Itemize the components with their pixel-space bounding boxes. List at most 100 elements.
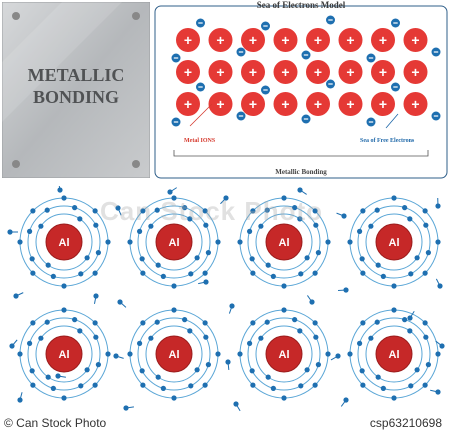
metal-ion: + — [371, 28, 395, 52]
electron — [408, 271, 414, 277]
minus-sign — [173, 57, 179, 59]
electron — [270, 273, 276, 279]
minus-sign — [303, 118, 309, 120]
electron — [380, 273, 386, 279]
screw-icon — [12, 160, 20, 168]
electron — [61, 283, 67, 289]
plus-sign: + — [314, 64, 322, 80]
free-electron — [261, 21, 270, 31]
electron — [72, 317, 78, 323]
free-electron — [171, 117, 181, 127]
free-electron — [236, 47, 246, 57]
element-symbol: Al — [59, 237, 70, 249]
electron — [292, 205, 298, 211]
electron — [297, 216, 303, 222]
electron — [435, 351, 441, 357]
electron — [77, 328, 83, 334]
electron — [27, 228, 33, 234]
aluminium-atom: Al — [347, 307, 441, 401]
free-electron — [430, 389, 441, 395]
minus-sign — [433, 115, 439, 117]
electron — [408, 383, 414, 389]
metal-ion: + — [176, 28, 200, 52]
electron — [137, 340, 143, 346]
electron — [171, 307, 177, 313]
screw-icon — [132, 12, 140, 20]
free-electron — [9, 339, 18, 349]
minus-sign — [328, 83, 333, 85]
electron — [250, 270, 256, 276]
electron — [425, 250, 431, 256]
plate-title: METALLIC BONDING — [2, 64, 150, 108]
electron — [312, 382, 318, 388]
electron — [391, 307, 397, 313]
electron — [313, 222, 319, 228]
electron — [202, 382, 208, 388]
electron — [312, 320, 318, 326]
electron — [105, 351, 111, 357]
electron — [93, 222, 99, 228]
electron — [160, 385, 166, 391]
plus-sign: + — [411, 96, 419, 112]
electron — [414, 255, 420, 261]
element-symbol: Al — [59, 349, 70, 361]
electron — [38, 335, 44, 341]
electron — [237, 239, 243, 245]
free-electron — [435, 278, 443, 289]
electron — [292, 317, 298, 323]
electron — [368, 335, 374, 341]
electron — [78, 271, 84, 277]
footer — [0, 414, 450, 432]
element-symbol: Al — [389, 349, 400, 361]
electron — [374, 319, 380, 325]
electron — [78, 383, 84, 389]
screw-icon — [12, 12, 20, 20]
nucleus — [45, 335, 83, 373]
minus-sign — [328, 19, 333, 21]
metallic-plate — [2, 2, 150, 178]
electron — [61, 307, 67, 313]
aluminium-atom: Al — [347, 195, 441, 289]
minus-sign — [238, 115, 244, 117]
electron — [182, 317, 188, 323]
plus-sign: + — [184, 32, 192, 48]
electron — [171, 195, 177, 201]
element-symbol: Al — [389, 237, 400, 249]
electron — [281, 283, 287, 289]
electron — [312, 208, 318, 214]
electron — [357, 340, 363, 346]
metal-ion: + — [208, 92, 233, 116]
free-electrons-label: Sea of Free Electrons — [360, 138, 415, 144]
electron — [249, 368, 255, 374]
electron — [402, 205, 408, 211]
electron — [423, 222, 429, 228]
electron — [281, 195, 287, 201]
nucleus — [45, 223, 83, 261]
aluminium-atom: Al — [17, 195, 111, 289]
electron — [357, 228, 363, 234]
plus-sign: + — [379, 96, 387, 112]
electron — [304, 255, 310, 261]
metal-ion: + — [306, 60, 330, 84]
element-symbol: Al — [279, 349, 290, 361]
plus-sign: + — [184, 96, 192, 112]
free-electron — [17, 392, 23, 403]
metal-ion: + — [338, 28, 363, 52]
footer-site: © Can Stock Photo — [4, 416, 107, 430]
plus-sign: + — [379, 32, 387, 48]
metal-ion: + — [241, 60, 265, 84]
electron — [139, 368, 145, 374]
electron — [347, 239, 353, 245]
electron — [402, 317, 408, 323]
free-electron — [113, 353, 124, 359]
electron — [264, 207, 270, 213]
electron — [194, 255, 200, 261]
electron — [139, 256, 145, 262]
electron — [182, 205, 188, 211]
free-electron — [391, 82, 400, 92]
electron — [171, 283, 177, 289]
free-electron — [167, 187, 177, 195]
electron — [258, 223, 264, 229]
electron — [93, 334, 99, 340]
